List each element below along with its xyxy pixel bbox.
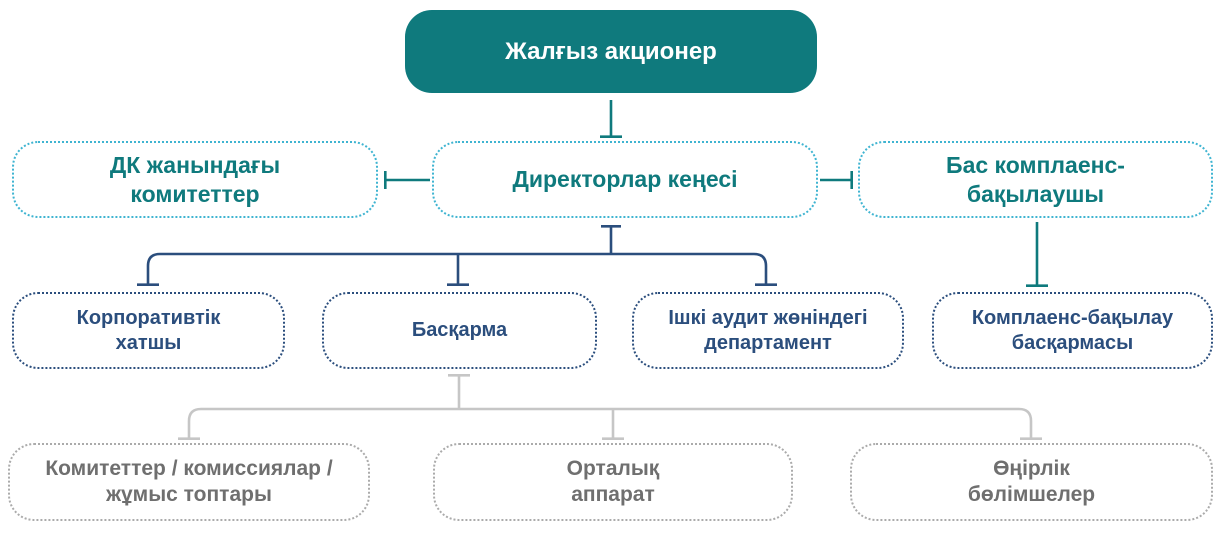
edge-board-to-bod-committees [384,171,430,189]
navy-connectors [137,225,777,286]
node-chief-compliance-officer: Бас комплаенс- бақылаушы [858,141,1213,218]
node-corporate-secretary: Корпоративтік хатшы [12,292,285,369]
node-sole-shareholder: Жалғыз акционер [405,10,817,93]
node-management-board: Басқарма [322,292,597,369]
node-internal-audit-department: Ішкі аудит жөніндегі департамент [632,292,904,369]
node-bod-committees: ДК жанындағы комитеттер [12,141,378,218]
edge-board-to-cco [820,171,853,189]
edge-board-feed [601,225,621,254]
gray-connectors [178,374,1042,440]
teal-connectors [384,100,1048,287]
node-central-office: Орталық аппарат [433,443,793,521]
node-committees-commissions-working-groups: Комитеттер / комиссиялар / жұмыс топтары [8,443,370,521]
node-regional-divisions: Өңірлік бөлімшелер [850,443,1213,521]
edge-management-feed [448,374,470,409]
edge-management-branch-bar [187,407,1033,438]
node-compliance-control-department: Комплаенс-бақылау басқармасы [932,292,1213,369]
edge-cco-to-compliance-dept [1026,222,1048,287]
edge-shareholder-to-board [600,100,622,138]
node-board-of-directors: Директорлар кеңесі [432,141,818,218]
